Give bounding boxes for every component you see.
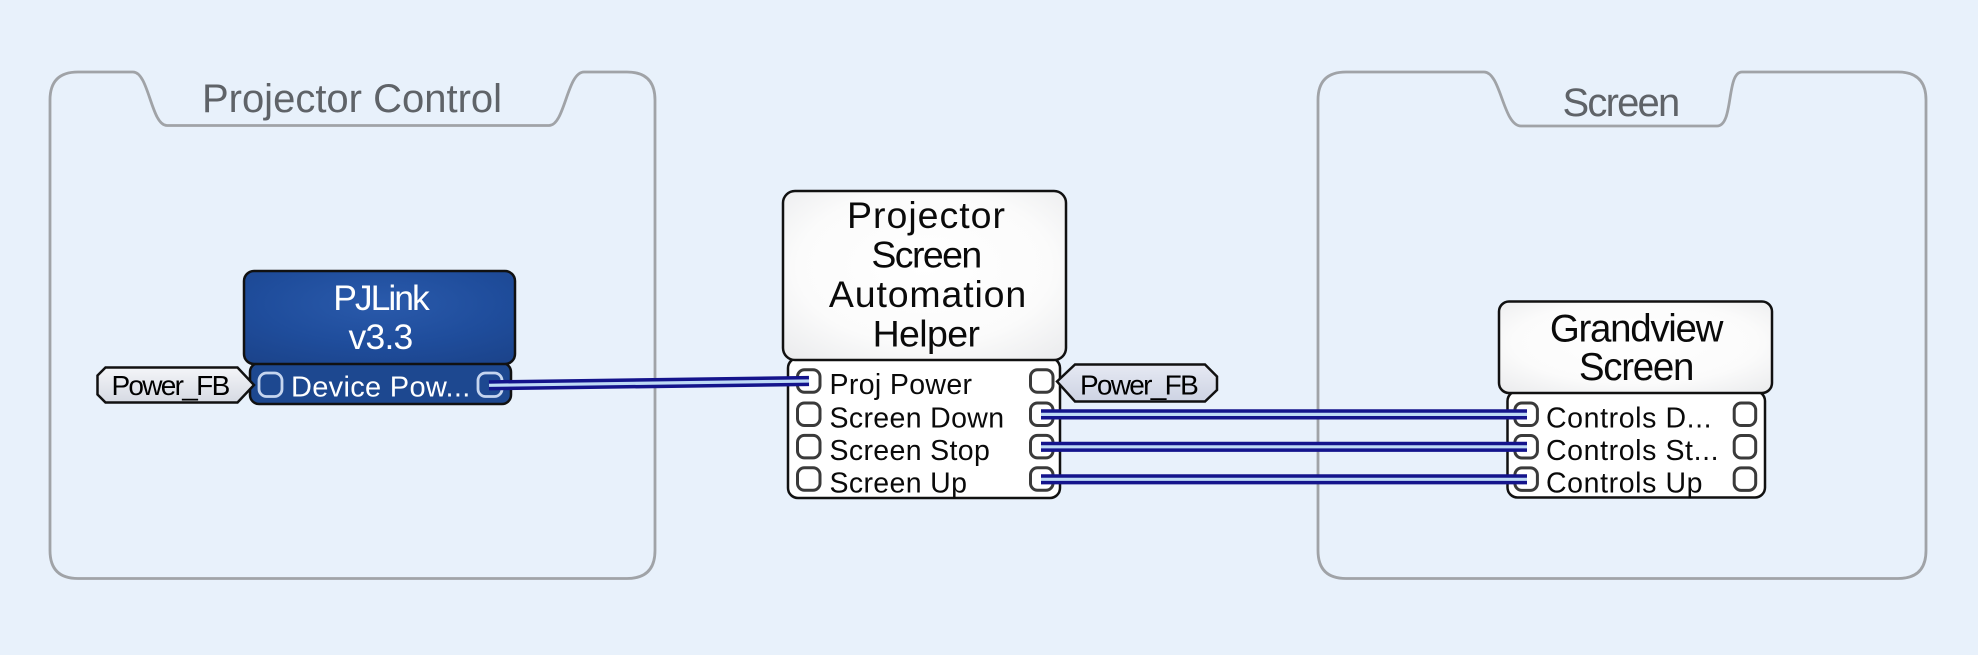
svg-text:Automation: Automation [829,273,1027,315]
svg-text:Power_FB: Power_FB [1080,370,1198,401]
svg-text:Controls St...: Controls St... [1546,435,1719,467]
svg-text:Screen Down: Screen Down [830,403,1005,435]
svg-text:v3.3: v3.3 [349,317,413,357]
svg-text:Screen Stop: Screen Stop [830,435,991,467]
svg-text:Screen Up: Screen Up [830,467,968,499]
svg-text:Grandview: Grandview [1550,308,1724,351]
svg-text:Proj Power: Proj Power [830,369,973,401]
svg-text:Screen: Screen [1579,346,1693,389]
svg-text:Screen: Screen [1563,81,1679,125]
svg-text:Controls Up: Controls Up [1546,467,1703,499]
svg-text:Helper: Helper [873,313,980,355]
svg-text:Controls D...: Controls D... [1546,403,1712,435]
svg-text:Power_FB: Power_FB [111,370,229,401]
svg-text:Projector Control: Projector Control [202,77,502,121]
svg-text:Screen: Screen [871,234,980,276]
svg-text:PJLink: PJLink [333,278,430,318]
svg-text:Projector: Projector [847,194,1006,236]
svg-text:Device Pow...: Device Pow... [291,371,471,403]
